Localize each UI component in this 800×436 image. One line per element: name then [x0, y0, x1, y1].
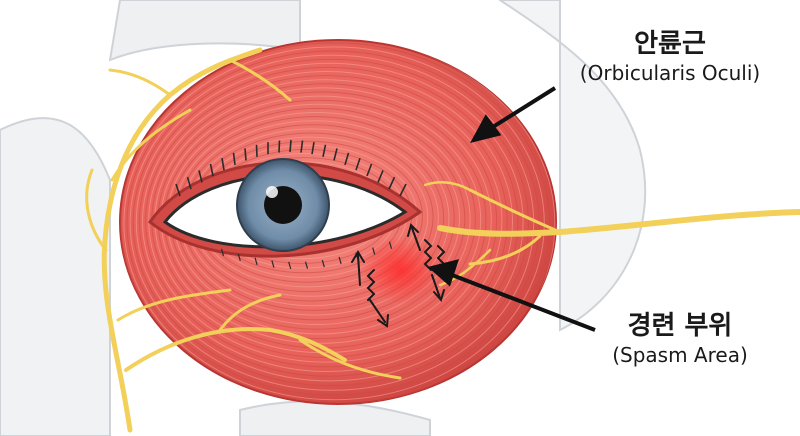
zigzag-icon	[366, 269, 376, 301]
spasm-pointer-arrow	[451, 273, 596, 332]
spasm-label-korean: 경련 부위	[627, 311, 733, 341]
spasm-glow	[360, 236, 440, 304]
muscle-pointer-arrow	[486, 86, 557, 132]
muscle-label-korean: 안륜근	[634, 29, 706, 59]
arrow-head-icon	[427, 259, 460, 287]
face-skin-background	[0, 0, 647, 436]
label-arrows	[427, 86, 596, 332]
zigzag-icon	[423, 239, 433, 271]
eyelashes	[175, 139, 407, 270]
eye	[147, 139, 423, 270]
double-arrow-icon	[351, 250, 389, 328]
muscle-label-english: (Orbicularis Oculi)	[579, 61, 761, 85]
facial-nerves	[85, 47, 800, 433]
arrow-head-icon	[470, 114, 502, 144]
spasm-label: 경련 부위 (Spasm Area)	[580, 310, 780, 368]
spasm-label-english: (Spasm Area)	[612, 343, 748, 367]
muscle-label: 안륜근 (Orbicularis Oculi)	[560, 28, 780, 86]
double-arrow-icon	[407, 223, 445, 303]
